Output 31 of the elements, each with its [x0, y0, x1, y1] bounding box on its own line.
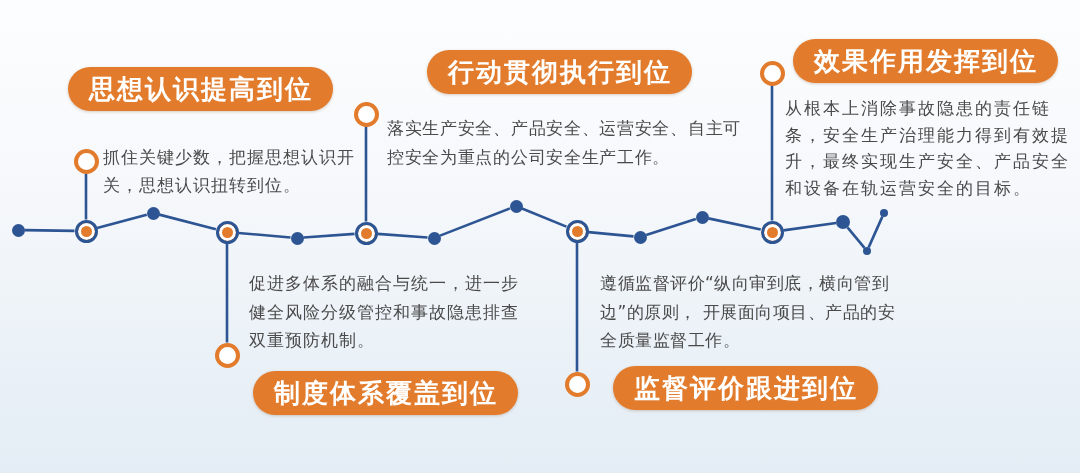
- timeline-line: [439, 207, 511, 237]
- description-text: 从根本上消除事故隐患的责任链条，安全生产治理能力得到有效提升，最终实现生产安全、产品安全和设备在轨运营安全的目标。: [785, 97, 1071, 200]
- stem-line: [225, 243, 229, 343]
- timeline-line: [867, 216, 884, 248]
- timeline-line: [783, 221, 837, 232]
- timeline-dot: [863, 247, 871, 255]
- stage-title-pill: 制度体系覆盖到位: [253, 371, 518, 415]
- timeline-line: [645, 217, 697, 237]
- stage-title-pill: 效果作用发挥到位: [793, 39, 1058, 83]
- stage-title-pill: 行动贯彻执行到位: [427, 50, 692, 94]
- timeline-dot: [880, 209, 888, 217]
- timeline-line: [708, 217, 762, 231]
- description-text: 抓住关键少数，把握思想认识开关，思想认识扭转到位。: [103, 146, 356, 197]
- timeline-line: [846, 226, 866, 249]
- description-text: 遵循监督评价“纵向审到底，横向管到边”的原则， 开展面向项目、产品的安全质量监督工作。: [600, 272, 897, 352]
- stage-title-pill: 监督评价跟进到位: [613, 366, 878, 410]
- timeline-line: [158, 213, 217, 231]
- timeline-line: [24, 228, 75, 233]
- timeline-line: [96, 213, 148, 230]
- timeline-line: [588, 230, 634, 238]
- timeline-line: [303, 232, 355, 239]
- stem-line: [364, 126, 368, 222]
- stem-line: [84, 173, 88, 220]
- timeline-line: [521, 207, 567, 228]
- stage-title-pill: 思想认识提高到位: [68, 67, 333, 111]
- description-text: 促进多体系的融合与统一，进一步健全风险分级管控和事故隐患排查双重预防机制。: [249, 272, 520, 352]
- timeline-line: [238, 231, 291, 239]
- timeline-line: [377, 232, 428, 239]
- stem-line: [575, 242, 579, 372]
- stem-line: [770, 85, 774, 221]
- description-text: 落实生产安全、产品安全、运营安全、自主可控安全为重点的公司安全生产工作。: [387, 117, 742, 169]
